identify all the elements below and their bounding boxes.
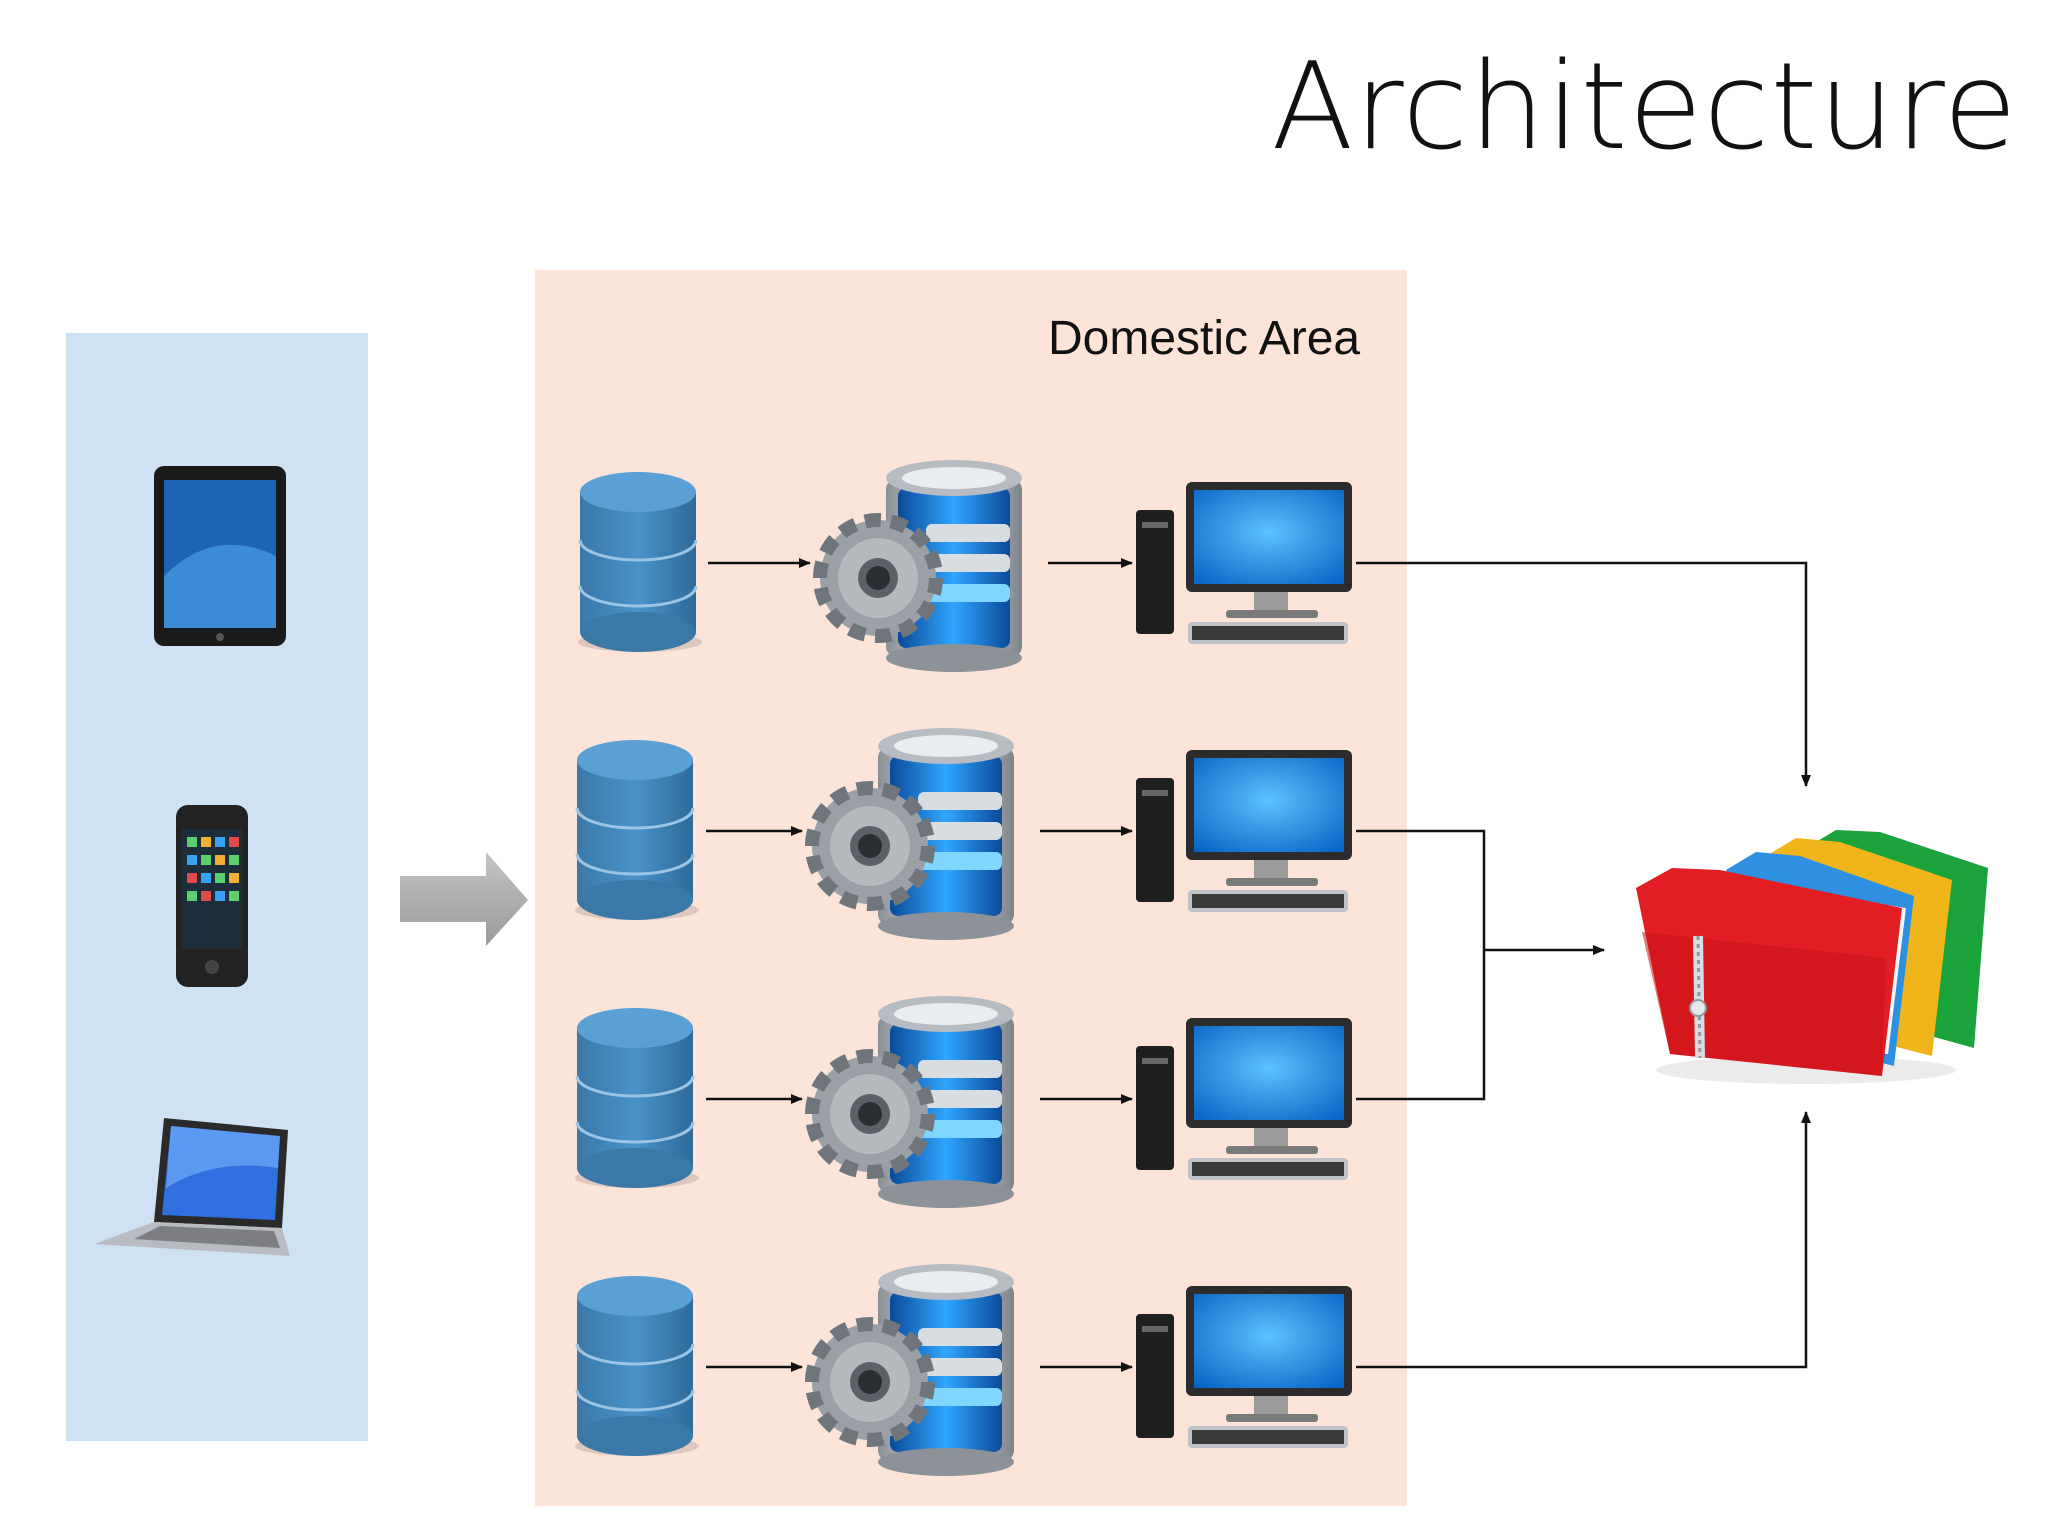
database-gear-icon bbox=[805, 996, 1014, 1208]
smartphone-icon bbox=[176, 805, 248, 987]
connector-row1-to-archive bbox=[1356, 561, 1811, 787]
connector-row4-to-archive bbox=[1356, 1111, 1811, 1369]
domestic-area-label: Domestic Area bbox=[1048, 312, 1361, 365]
database-icon bbox=[575, 740, 699, 920]
database-gear-icon bbox=[813, 460, 1022, 672]
pipeline-row-1 bbox=[578, 460, 1352, 672]
database-icon bbox=[578, 472, 702, 652]
database-icon bbox=[575, 1276, 699, 1456]
pipeline-row-4 bbox=[575, 1264, 1352, 1476]
row-connectors bbox=[706, 558, 1811, 1372]
laptop-icon bbox=[94, 1118, 290, 1256]
page-title: Architecture bbox=[1271, 38, 2018, 177]
desktop-computer-icon bbox=[1136, 1286, 1352, 1448]
pipeline-row-2 bbox=[575, 728, 1352, 940]
database-gear-icon bbox=[805, 1264, 1014, 1476]
desktop-computer-icon bbox=[1136, 1018, 1352, 1180]
desktop-computer-icon bbox=[1136, 750, 1352, 912]
connector-row2-merge bbox=[1356, 829, 1486, 1101]
pipeline-row-3 bbox=[575, 996, 1352, 1208]
database-gear-icon bbox=[805, 728, 1014, 940]
tablet-icon bbox=[154, 466, 286, 646]
input-flow-arrow bbox=[400, 852, 528, 946]
desktop-computer-icon bbox=[1136, 482, 1352, 644]
zipped-folders-icon bbox=[1636, 830, 1988, 1084]
database-icon bbox=[575, 1008, 699, 1188]
